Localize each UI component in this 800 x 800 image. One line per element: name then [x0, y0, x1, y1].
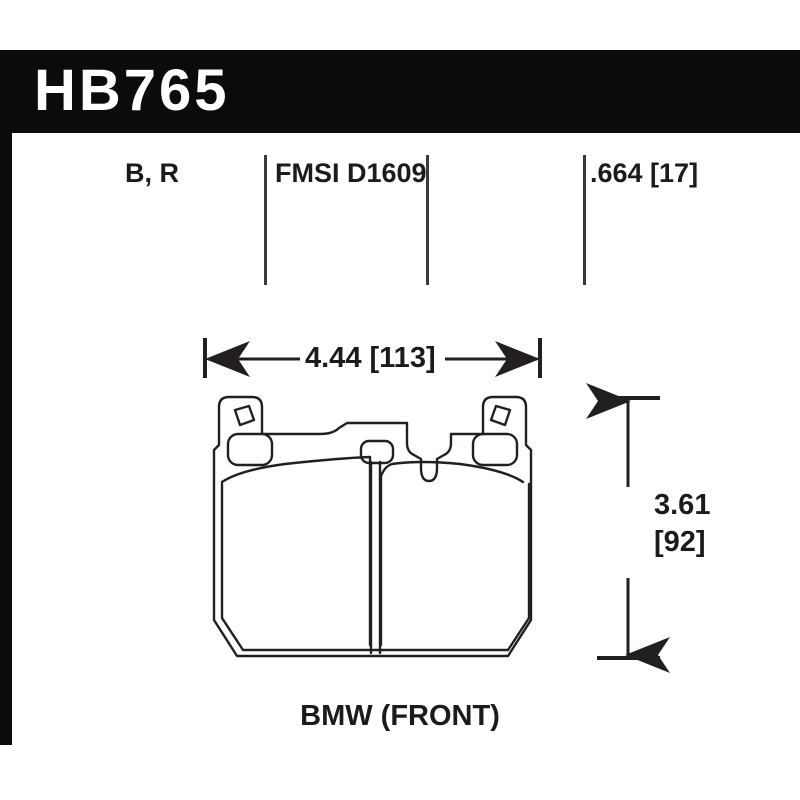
- left-border-rail: [0, 50, 12, 745]
- spec-divider-2: [426, 155, 429, 285]
- compound-code: B, R: [125, 158, 179, 188]
- application-label: BMW (FRONT): [300, 700, 500, 732]
- center-rounded-hole: [359, 439, 395, 465]
- plate-edge-offset-line: [220, 482, 531, 652]
- page-title: HB765: [34, 58, 230, 123]
- backing-plate-outline: [212, 395, 533, 658]
- width-dimension-label: 4.44 [113]: [300, 342, 441, 375]
- height-dimension-group: [586, 383, 670, 673]
- spec-divider-3: [583, 155, 586, 285]
- right-ear-square-hole: [489, 404, 512, 427]
- right-ear-rounded-hole: [471, 432, 519, 467]
- friction-material-left-contour: [220, 455, 372, 647]
- header-bar: [0, 50, 800, 133]
- height-dimension-mm: [92]: [654, 526, 706, 558]
- spec-divider-1: [264, 155, 267, 285]
- thickness-value: .664 [17]: [590, 158, 699, 188]
- left-ear-square-hole: [233, 404, 256, 427]
- width-dimension-group: [203, 338, 542, 378]
- height-dimension-label: 3.61 [92]: [650, 487, 715, 561]
- friction-material-right-contour: [379, 460, 525, 647]
- left-ear-rounded-hole: [226, 432, 274, 467]
- spec-row: B, R FMSI D1609 .664 [17]: [12, 150, 800, 285]
- height-dimension-inches: 3.61: [654, 489, 711, 521]
- fmsi-code: FMSI D1609: [275, 158, 427, 188]
